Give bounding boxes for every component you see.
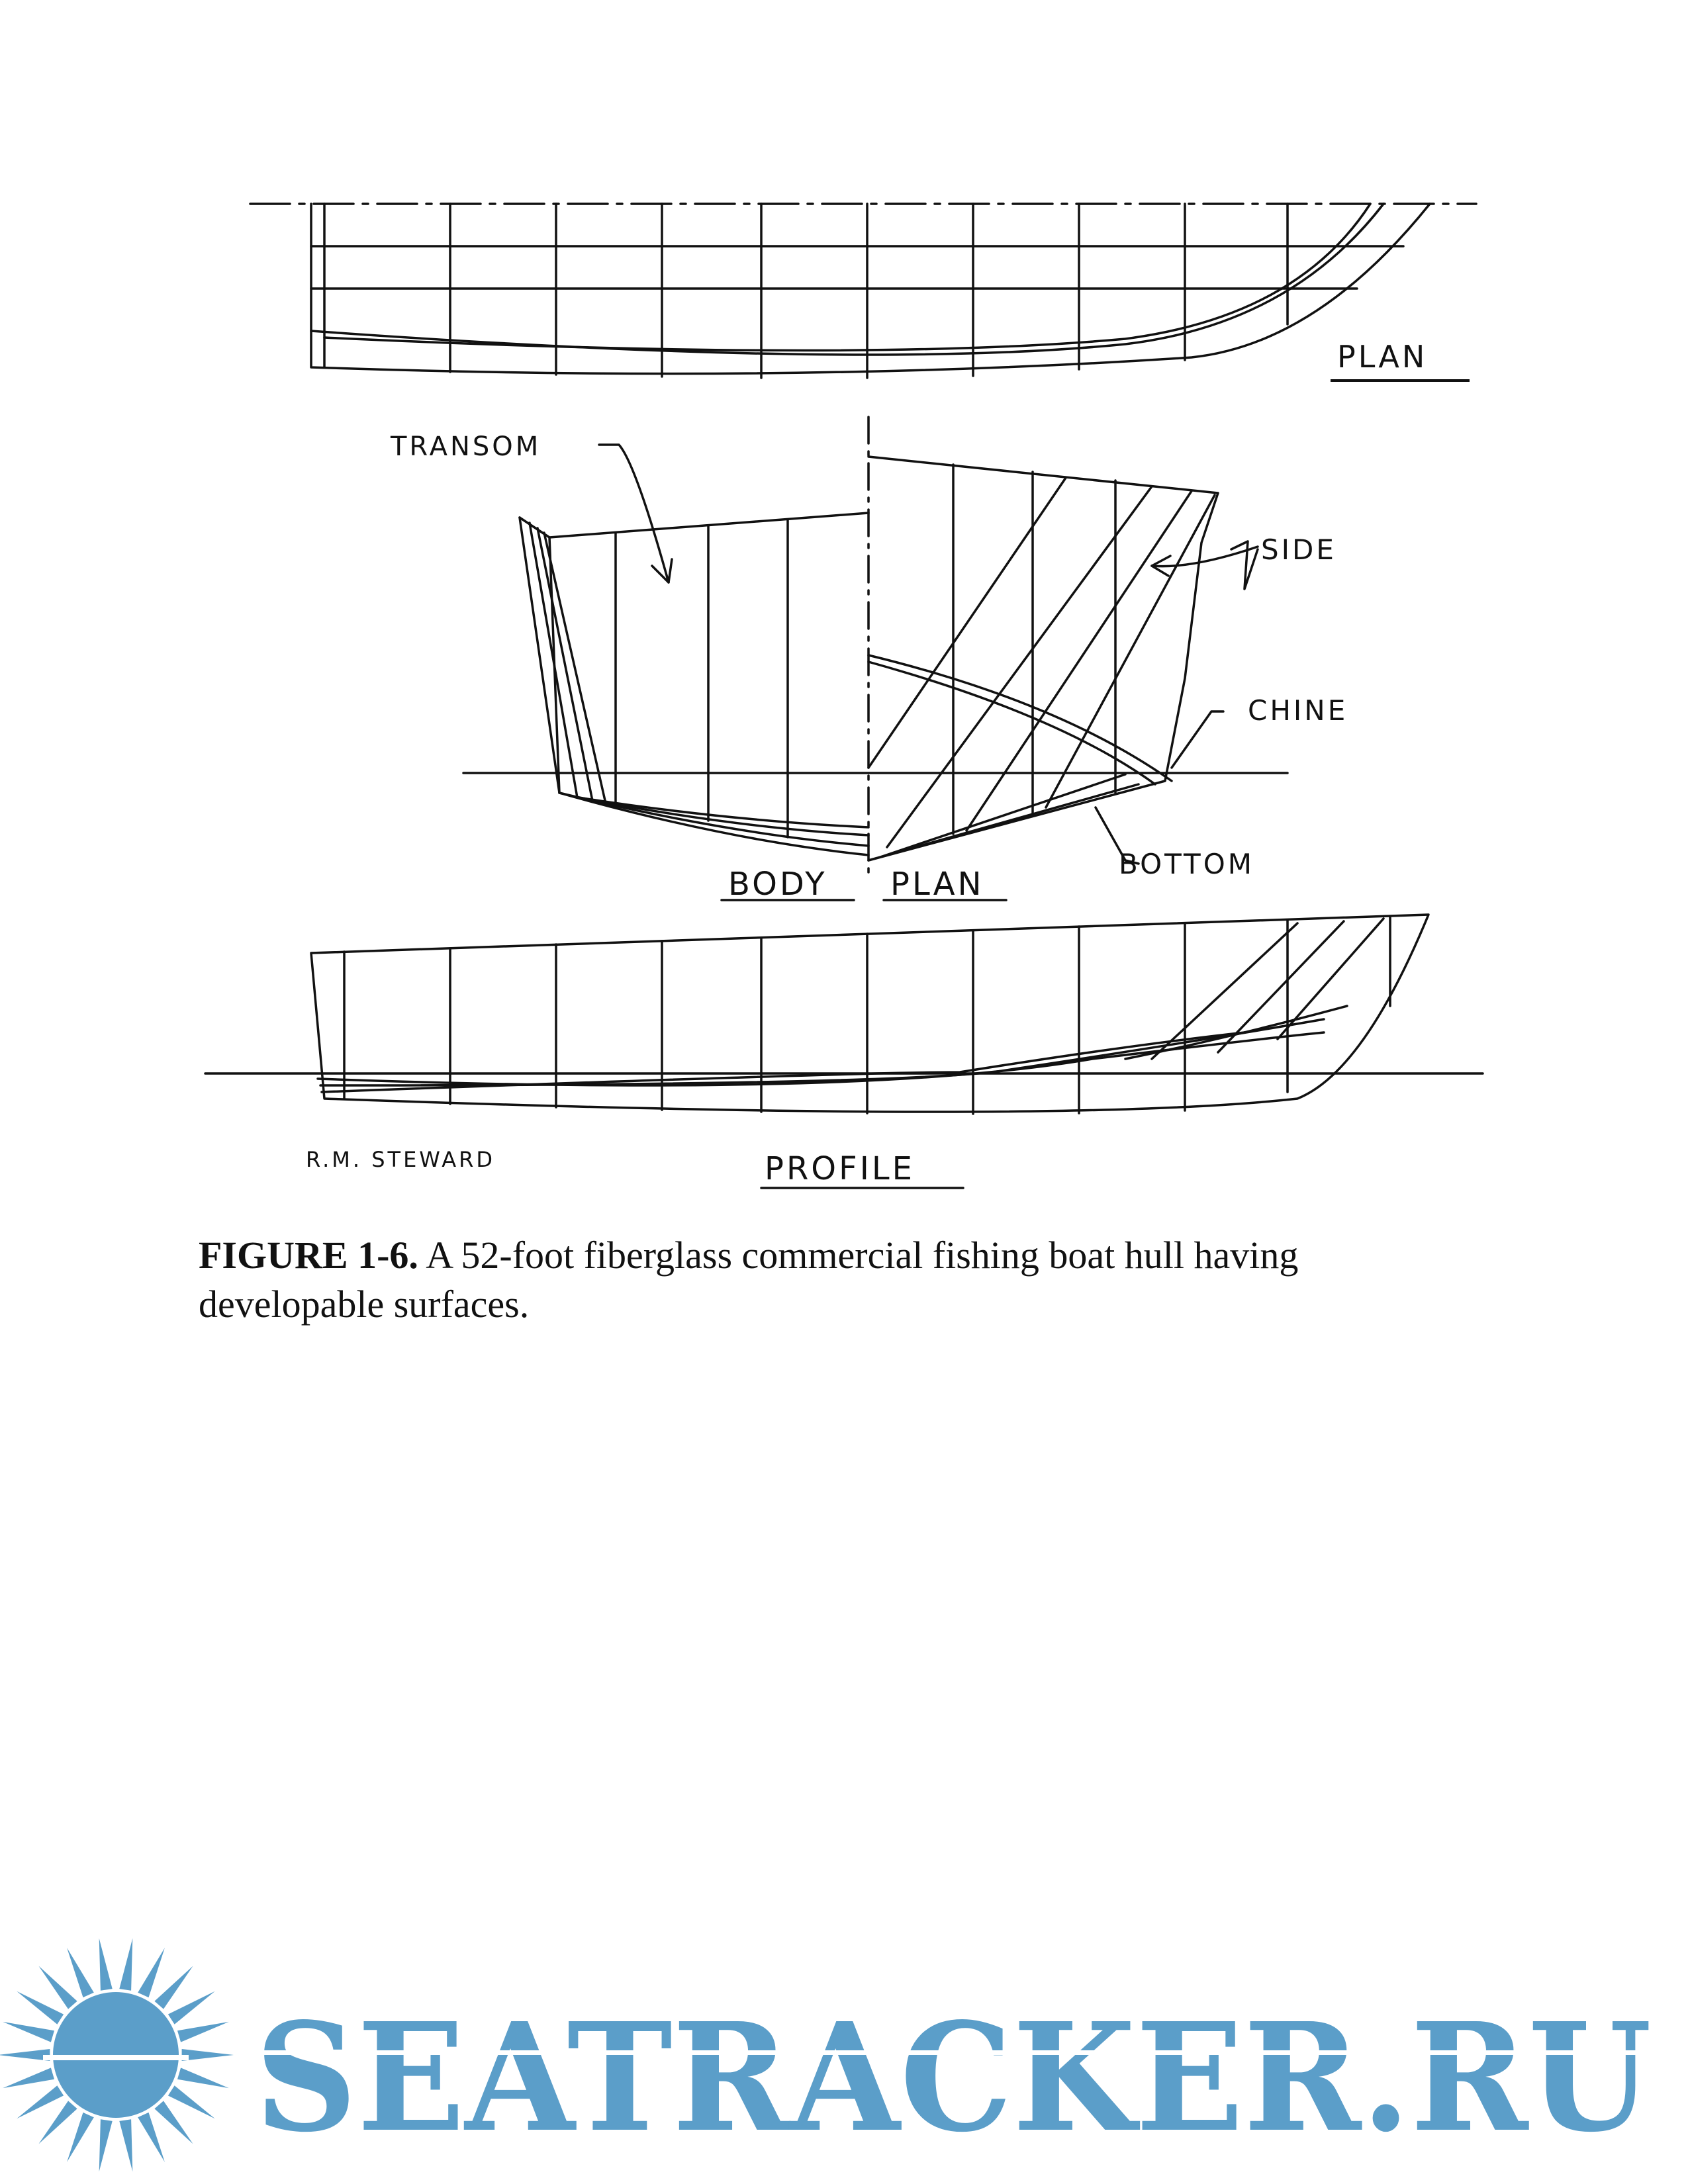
hull-lines-drawing: PLAN TRANSOM SIDE CHINE BOTTOM BODY PLAN… xyxy=(204,203,1484,1189)
label-body: BODY xyxy=(728,866,827,903)
sun-ray xyxy=(138,1948,165,1998)
label-body-plan: PLAN xyxy=(890,866,984,903)
sun-ray xyxy=(177,2068,229,2089)
label-profile: PROFILE xyxy=(765,1150,915,1187)
label-side: SIDE xyxy=(1261,533,1336,566)
sun-ray xyxy=(99,2119,113,2172)
sun-ray xyxy=(17,1991,64,2025)
label-bottom: BOTTOM xyxy=(1119,848,1254,880)
sun-ray xyxy=(167,2085,215,2119)
watermark: SEATRACKER.RU xyxy=(0,1938,1652,2172)
label-plan: PLAN xyxy=(1337,339,1427,375)
figure-caption-text: A 52-foot fiberglass commercial fishing … xyxy=(199,1234,1299,1326)
plan-view xyxy=(249,203,1477,379)
watermark-text: SEATRACKER.RU xyxy=(255,1991,1652,2165)
profile-view xyxy=(204,913,1484,1189)
sun-ray xyxy=(0,2049,50,2061)
sun-ray xyxy=(17,2085,64,2119)
figure-caption: FIGURE 1-6. A 52-foot fiberglass commerc… xyxy=(199,1231,1364,1329)
sun-ray xyxy=(38,2101,77,2144)
sun-ray xyxy=(154,1966,193,2009)
sun-ray xyxy=(181,2049,234,2061)
sun-ray xyxy=(38,1966,77,2009)
sun-ray xyxy=(119,1938,133,1991)
label-transom: TRANSOM xyxy=(390,432,541,462)
sun-ray xyxy=(177,2021,229,2042)
sun-ray xyxy=(119,2119,133,2172)
sun-ray xyxy=(99,1938,113,1991)
sun-icon xyxy=(0,1938,234,2172)
sun-ray xyxy=(154,2101,193,2144)
label-chine: CHINE xyxy=(1248,694,1348,727)
sun-ray xyxy=(167,1991,215,2025)
body-plan-view xyxy=(462,416,1289,901)
figure-label: FIGURE 1-6. xyxy=(199,1234,418,1277)
sun-ray xyxy=(67,2112,94,2162)
label-author: R.M. STEWARD xyxy=(306,1147,495,1172)
sun-ray xyxy=(67,1948,94,1998)
sun-ray xyxy=(3,2068,54,2089)
sun-ray xyxy=(138,2112,165,2162)
sun-ray xyxy=(3,2021,54,2042)
